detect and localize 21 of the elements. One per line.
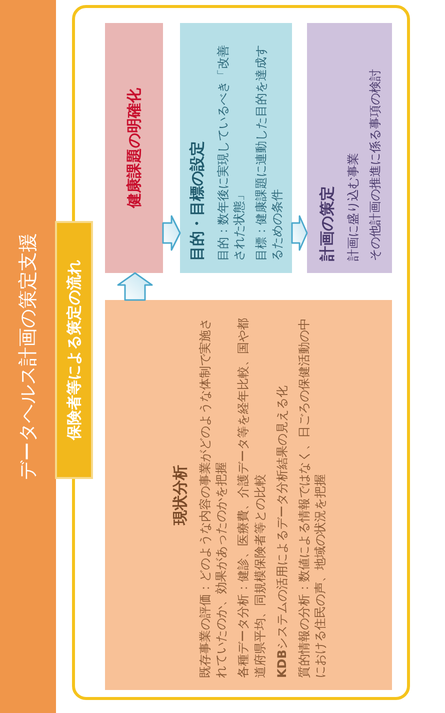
- goal-box: [180, 23, 292, 273]
- box-text: 各種データ分析：健診、医療費、介護データ等を経年比較、国や都道府県平均、同規模保険者等との比較: [235, 317, 268, 678]
- title-banner: データヘルス計画の策定支援: [0, 0, 56, 713]
- frame-heading: 保険者等による策定の流れ: [55, 221, 93, 479]
- issue-box: [105, 23, 163, 273]
- box-heading: 現状分析: [170, 464, 190, 528]
- box-text: 計画に盛り込む事業: [344, 152, 361, 261]
- block-arrow: [162, 215, 181, 251]
- block-arrow: [291, 215, 308, 251]
- box-text: 質的情報の分析：数値による情報ではなく、日ごろの保健活動の中における住民の声、地域の状況を把握: [296, 317, 328, 678]
- box-text: 目的：数年後に実現しているべき「改善された状態」: [214, 44, 248, 261]
- box-text: KDBシステムの活用によるデータ分析結果の見える化: [274, 384, 290, 678]
- box-heading: 目的・目標の設定: [187, 140, 208, 261]
- box-text: 既存事業の評価：どのような内容の事業がどのような体制で実施されていたのか、効果があったのかを把握: [197, 317, 230, 678]
- analysis-box: [105, 300, 392, 690]
- box-text: その他計画の推進に係る事項の検討: [366, 68, 383, 261]
- box-heading: 計画の策定: [317, 185, 338, 261]
- box-heading: 健康課題の明確化: [124, 87, 144, 210]
- plan-box: [307, 23, 392, 273]
- box-text: 目標：健康課題に連動した目的を達成するための条件: [253, 44, 286, 261]
- block-arrow: [117, 272, 153, 301]
